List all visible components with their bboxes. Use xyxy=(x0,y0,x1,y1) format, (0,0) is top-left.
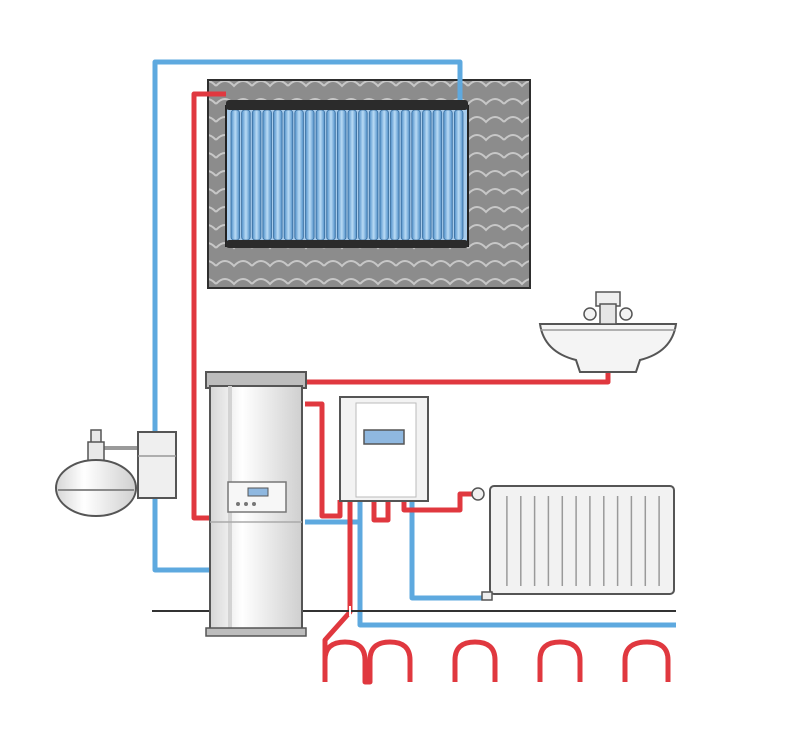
radiator-valve xyxy=(471,487,485,501)
collector-bottom-bar xyxy=(226,240,468,248)
hot-pipe-boiler-loop xyxy=(371,500,391,523)
solar-station xyxy=(137,431,177,499)
cold-pipe-boiler-radiator xyxy=(409,500,486,601)
collector-tube xyxy=(230,109,241,241)
collector-tubes xyxy=(230,109,464,241)
cold-pipe-underfloor-return xyxy=(357,500,676,628)
collector-tube xyxy=(443,109,453,241)
hot-pipe-collector-flow xyxy=(191,91,226,521)
collector-tube xyxy=(326,109,336,241)
cold-pipe-collector-return xyxy=(152,59,463,573)
collector-tube xyxy=(400,109,411,241)
collector-tube xyxy=(262,109,272,241)
collector-tube xyxy=(358,109,368,241)
collector-tube xyxy=(411,109,421,241)
solar-collector xyxy=(225,100,469,248)
hot-pipe-tank-boiler xyxy=(305,401,343,519)
collector-tube xyxy=(283,109,294,241)
radiator xyxy=(471,485,675,601)
collector-tube xyxy=(305,109,315,241)
storage-tank xyxy=(205,371,307,637)
collector-tube xyxy=(347,109,358,241)
washbasin xyxy=(538,291,678,373)
underfloor-heating-loop xyxy=(322,500,671,685)
radiator-fins xyxy=(506,496,660,586)
boiler-display xyxy=(363,429,405,445)
hot-pipes xyxy=(191,91,671,685)
collector-tube xyxy=(251,109,262,241)
collector-tube xyxy=(273,109,283,241)
collector-header-bar xyxy=(226,100,468,110)
collector-tube xyxy=(453,109,464,241)
collector-tube xyxy=(390,109,400,241)
expansion-vessel xyxy=(55,429,140,517)
collector-tube xyxy=(422,109,432,241)
tank-display xyxy=(247,487,269,497)
cold-pipes xyxy=(152,59,676,628)
collector-tube xyxy=(432,109,443,241)
boiler xyxy=(339,396,429,502)
hot-pipe-radiator xyxy=(401,491,476,513)
tank-control-panel xyxy=(227,481,287,513)
collector-tube xyxy=(241,109,251,241)
collector-tube xyxy=(368,109,379,241)
collector-tube xyxy=(336,109,347,241)
hot-pipe-washbasin xyxy=(305,372,611,385)
collector-tube xyxy=(379,109,389,241)
collector-tube xyxy=(315,109,326,241)
collector-tube xyxy=(294,109,304,241)
